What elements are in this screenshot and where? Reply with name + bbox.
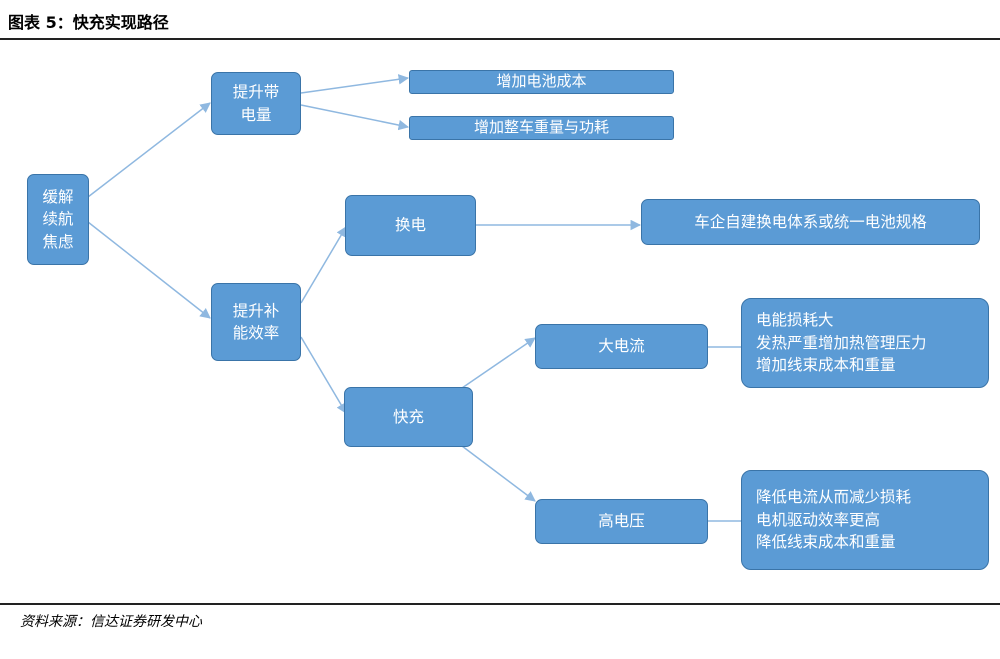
node-high-current-effects: 电能损耗大 发热严重增加热管理压力 增加线束成本和重量 [741,298,989,388]
edge-root-capacity [87,102,211,198]
node-high-current: 大电流 [535,324,708,369]
node-high-current-effects-label: 电能损耗大 发热严重增加热管理压力 增加线束成本和重量 [756,311,927,375]
node-high-voltage-label: 高电压 [598,512,645,531]
node-battery-swap: 换电 [345,195,476,256]
node-increase-capacity: 提升带 电量 [211,72,301,135]
node-high-voltage-effects-label: 降低电流从而减少损耗 电机驱动效率更高 降低线束成本和重量 [756,488,912,552]
node-increase-capacity-label: 提升带 电量 [232,83,280,124]
node-battery-swap-label: 换电 [394,216,426,235]
node-fast-charge-label: 快充 [392,407,424,426]
node-high-current-label: 大电流 [598,337,645,356]
bottom-rule [0,603,1000,605]
node-battery-cost: 增加电池成本 [409,70,674,94]
node-swap-result-label: 车企自建换电体系或统一电池规格 [694,212,927,231]
node-fast-charge: 快充 [344,387,473,447]
top-rule [0,38,1000,40]
node-vehicle-weight: 增加整车重量与功耗 [409,116,674,140]
edge-fastcharge-voltage [461,445,536,502]
source-note: 资料来源：信达证券研发中心 [20,614,202,630]
node-swap-result: 车企自建换电体系或统一电池规格 [641,199,980,245]
edge-capacity-battery [300,74,410,94]
node-relieve-range-anxiety-label: 缓解 续航 焦虑 [42,187,74,251]
node-battery-cost-label: 增加电池成本 [496,72,587,91]
edge-capacity-weight [300,104,410,131]
edge-fastcharge-current [461,337,536,389]
node-high-voltage-effects: 降低电流从而减少损耗 电机驱动效率更高 降低线束成本和重量 [741,470,989,570]
node-high-voltage: 高电压 [535,499,708,544]
node-vehicle-weight-label: 增加整车重量与功耗 [473,118,609,137]
node-relieve-range-anxiety: 缓解 续航 焦虑 [27,174,89,265]
edge-efficiency-fastcharge [300,336,347,414]
node-improve-efficiency: 提升补 能效率 [211,283,301,361]
edge-efficiency-swap [300,226,347,304]
node-improve-efficiency-label: 提升补 能效率 [232,301,280,342]
figure-title: 图表 5：快充实现路径 [8,13,169,32]
edge-root-efficiency [87,221,211,319]
